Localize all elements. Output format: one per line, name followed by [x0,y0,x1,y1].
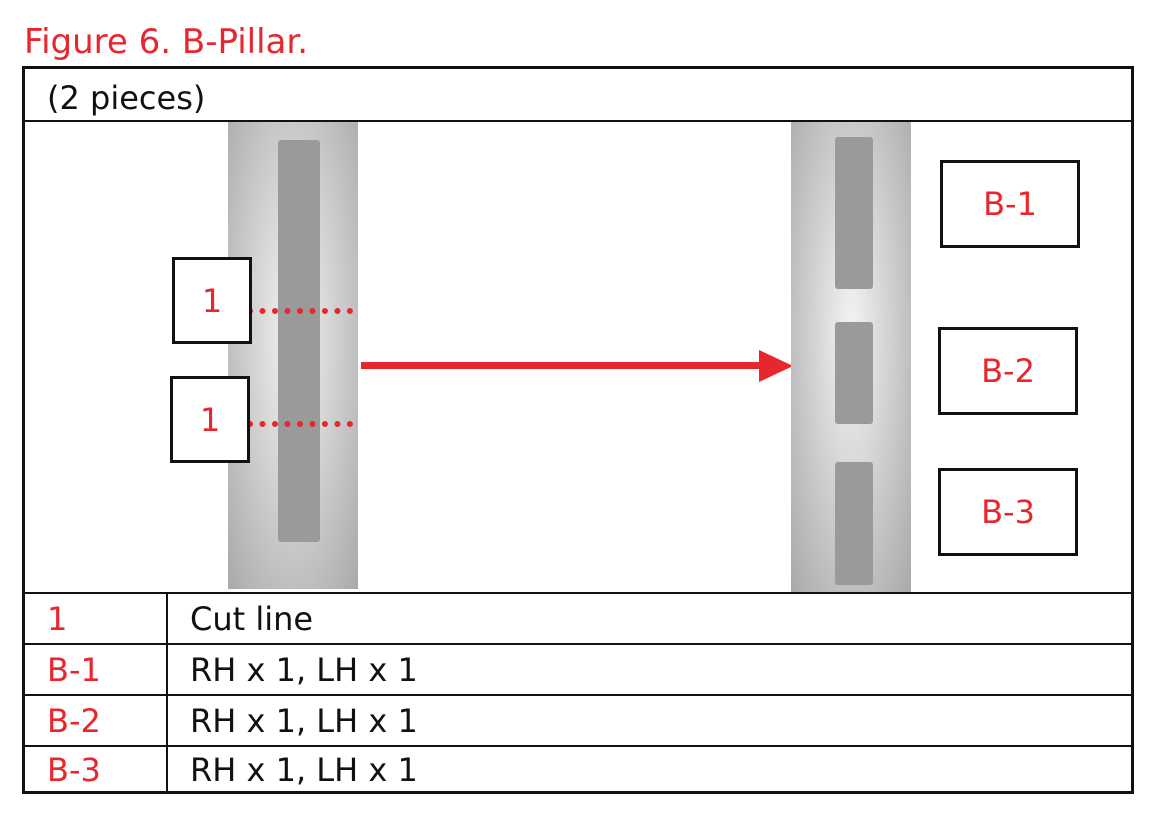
legend-row: B-3 RH x 1, LH x 1 [25,745,1131,795]
legend-divider [25,643,1131,645]
header-divider [25,120,1131,122]
cut-line-lower [247,421,353,427]
legend-column-divider [166,592,168,794]
piece-callout-b1: B-1 [940,160,1080,248]
legend-value: RH x 1, LH x 1 [190,751,418,789]
diagram-divider [25,592,1131,594]
figure-table: (2 pieces) 1 1 B-1 B-2 B-3 1 Cut line [22,66,1134,794]
legend-value: RH x 1, LH x 1 [190,651,418,689]
pillar-photo-after [791,122,911,592]
legend-row: B-1 RH x 1, LH x 1 [25,645,1131,695]
legend-divider [25,745,1131,747]
legend-value: RH x 1, LH x 1 [190,702,418,740]
cut-callout-lower: 1 [170,376,250,463]
pillar-photo-before [228,122,358,589]
legend-key: 1 [47,600,68,638]
pillar-part [278,140,320,542]
arrow-shaft [361,362,763,369]
legend-row: B-2 RH x 1, LH x 1 [25,696,1131,746]
piece-b1 [835,137,873,289]
pieces-label: (2 pieces) [47,79,206,117]
legend-divider [25,694,1131,696]
legend-key: B-1 [47,651,101,689]
diagram-area: 1 1 B-1 B-2 B-3 [25,122,1131,592]
legend-key: B-2 [47,702,101,740]
legend-key: B-3 [47,751,101,789]
piece-callout-b2: B-2 [938,327,1078,415]
arrow-icon [759,350,793,382]
cut-callout-upper: 1 [172,257,252,344]
legend-value: Cut line [190,600,314,638]
piece-b3 [835,462,873,585]
figure-title: Figure 6. B-Pillar. [24,22,309,62]
piece-b2 [835,322,873,424]
legend-row: 1 Cut line [25,594,1131,644]
piece-callout-b3: B-3 [938,468,1078,556]
cut-line-upper [247,308,353,314]
